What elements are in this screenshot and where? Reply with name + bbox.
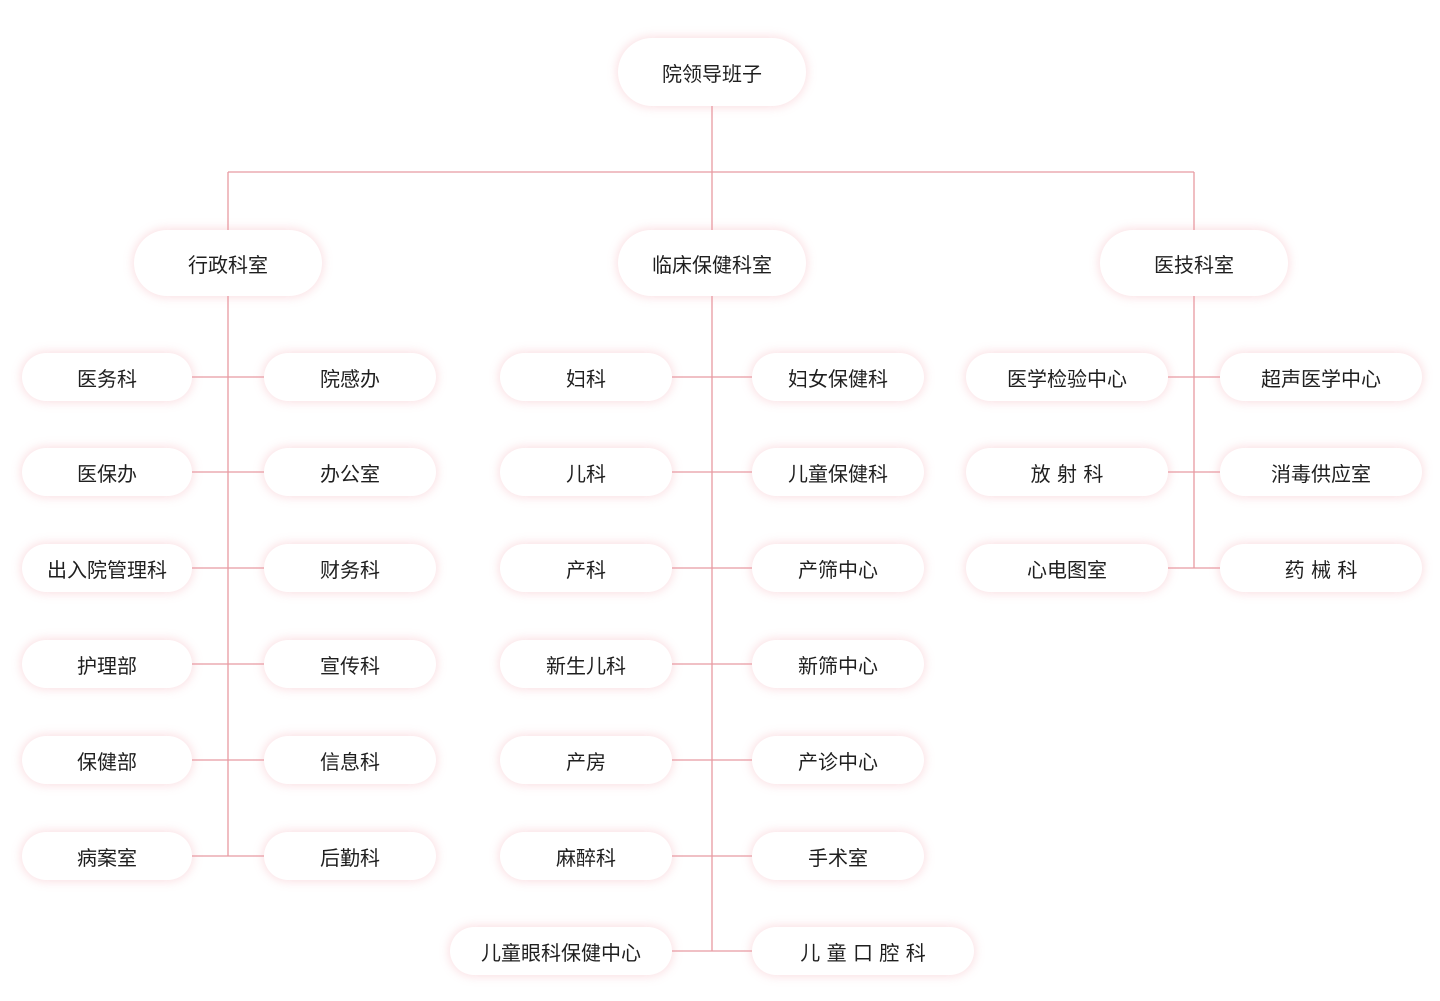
- dept-node: 儿童眼科保健中心: [450, 927, 672, 975]
- group-tech-label: 医技科室: [1154, 252, 1234, 277]
- dept-node: 出入院管理科: [22, 544, 192, 592]
- dept-label: 药 械 科: [1284, 557, 1358, 582]
- dept-node: 新生儿科: [500, 640, 672, 688]
- dept-node: 医学检验中心: [966, 353, 1168, 401]
- dept-label: 财务科: [320, 557, 380, 582]
- dept-label: 妇女保健科: [788, 366, 888, 391]
- dept-label: 保健部: [77, 749, 137, 774]
- dept-node: 产房: [500, 736, 672, 784]
- dept-node: 信息科: [264, 736, 436, 784]
- dept-node: 院感办: [264, 353, 436, 401]
- dept-label: 护理部: [77, 653, 137, 678]
- dept-node: 办公室: [264, 448, 436, 496]
- dept-node: 儿 童 口 腔 科: [752, 927, 974, 975]
- dept-label: 儿 童 口 腔 科: [800, 940, 926, 965]
- dept-label: 儿童眼科保健中心: [481, 940, 641, 965]
- dept-node: 病案室: [22, 832, 192, 880]
- dept-label: 医保办: [77, 461, 137, 486]
- dept-label: 办公室: [320, 461, 380, 486]
- dept-node: 后勤科: [264, 832, 436, 880]
- dept-node: 儿科: [500, 448, 672, 496]
- dept-node: 超声医学中心: [1220, 353, 1422, 401]
- dept-node: 新筛中心: [752, 640, 924, 688]
- dept-label: 超声医学中心: [1261, 366, 1381, 391]
- dept-node: 麻醉科: [500, 832, 672, 880]
- dept-node: 消毒供应室: [1220, 448, 1422, 496]
- dept-label: 儿科: [566, 461, 606, 486]
- dept-label: 产科: [566, 557, 606, 582]
- dept-label: 产筛中心: [798, 557, 878, 582]
- dept-label: 新筛中心: [798, 653, 878, 678]
- dept-node: 心电图室: [966, 544, 1168, 592]
- dept-label: 信息科: [320, 749, 380, 774]
- dept-node: 产筛中心: [752, 544, 924, 592]
- group-admin: 行政科室: [134, 230, 322, 296]
- dept-node: 保健部: [22, 736, 192, 784]
- dept-label: 宣传科: [320, 653, 380, 678]
- dept-label: 放 射 科: [1030, 461, 1104, 486]
- dept-label: 医学检验中心: [1007, 366, 1127, 391]
- group-clinical: 临床保健科室: [618, 230, 806, 296]
- dept-node: 产诊中心: [752, 736, 924, 784]
- dept-node: 护理部: [22, 640, 192, 688]
- dept-node: 妇女保健科: [752, 353, 924, 401]
- dept-label: 产诊中心: [798, 749, 878, 774]
- dept-label: 麻醉科: [556, 845, 616, 870]
- group-admin-label: 行政科室: [188, 252, 268, 277]
- dept-node: 宣传科: [264, 640, 436, 688]
- dept-label: 医务科: [77, 366, 137, 391]
- dept-node: 放 射 科: [966, 448, 1168, 496]
- dept-node: 妇科: [500, 353, 672, 401]
- dept-label: 妇科: [566, 366, 606, 391]
- dept-label: 产房: [566, 749, 606, 774]
- dept-label: 病案室: [77, 845, 137, 870]
- dept-node: 财务科: [264, 544, 436, 592]
- dept-label: 新生儿科: [546, 653, 626, 678]
- dept-node: 医务科: [22, 353, 192, 401]
- dept-label: 后勤科: [320, 845, 380, 870]
- dept-label: 消毒供应室: [1271, 461, 1371, 486]
- dept-label: 手术室: [808, 845, 868, 870]
- dept-label: 院感办: [320, 366, 380, 391]
- dept-label: 心电图室: [1027, 557, 1107, 582]
- dept-node: 医保办: [22, 448, 192, 496]
- dept-node: 产科: [500, 544, 672, 592]
- group-tech: 医技科室: [1100, 230, 1288, 296]
- dept-node: 儿童保健科: [752, 448, 924, 496]
- dept-node: 手术室: [752, 832, 924, 880]
- dept-node: 药 械 科: [1220, 544, 1422, 592]
- dept-label: 出入院管理科: [47, 557, 167, 582]
- root-node: 院领导班子: [618, 38, 806, 106]
- root-label: 院领导班子: [662, 61, 762, 86]
- dept-label: 儿童保健科: [788, 461, 888, 486]
- group-clinical-label: 临床保健科室: [652, 252, 772, 277]
